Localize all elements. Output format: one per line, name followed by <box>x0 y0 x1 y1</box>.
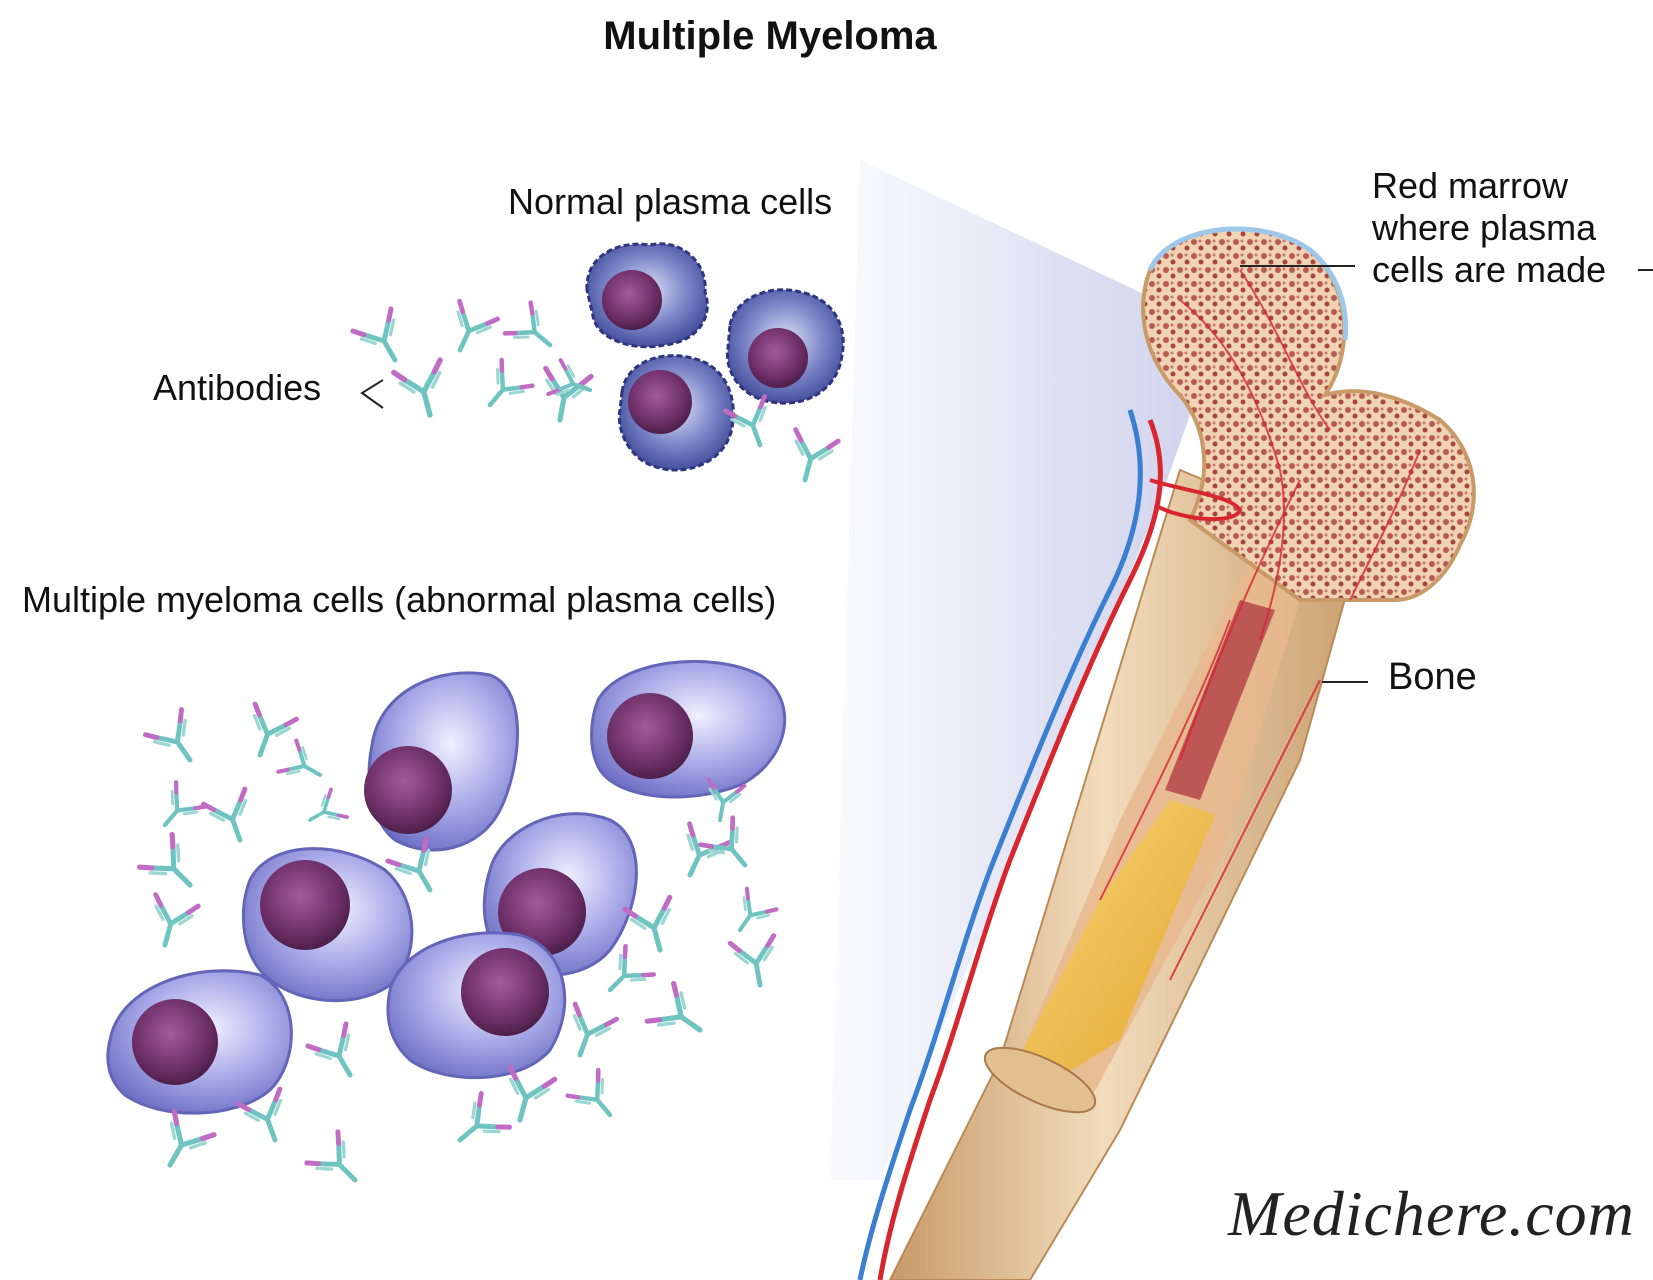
bone-vessels <box>1099 269 1421 981</box>
cartilage-rim <box>1147 226 1349 341</box>
myeloma-cells <box>106 659 787 1115</box>
myeloma-cell-1 <box>364 671 519 852</box>
femur-illustration <box>857 226 1476 1280</box>
myeloma-cell-3 <box>241 847 414 1003</box>
yellow-marrow <box>1010 800 1215 1090</box>
label-red-marrow-line-2: where plasma <box>1372 207 1597 248</box>
label-red-marrow-line-3: cells are made <box>1372 249 1607 290</box>
label-myeloma-cells: Multiple myeloma cells (abnormal plasma … <box>22 579 777 620</box>
artery <box>877 419 1163 1280</box>
vein <box>857 409 1143 1280</box>
label-red-marrow: Red marrow where plasma cells are made <box>1372 165 1606 291</box>
normal-cell-3 <box>617 354 735 472</box>
label-red-marrow-line-1: Red marrow <box>1372 165 1569 206</box>
myeloma-cell-6 <box>106 969 293 1115</box>
diagram-title: Multiple Myeloma <box>603 14 937 58</box>
normal-cell-1 <box>585 242 709 349</box>
myeloma-cell-2 <box>590 659 787 799</box>
antibodies-pointer <box>360 379 384 409</box>
label-antibodies: Antibodies <box>153 367 322 408</box>
magnification-beam <box>830 160 1220 1180</box>
normal-cell-2 <box>725 288 845 405</box>
artery-loop <box>1149 478 1243 521</box>
watermark: Medichere.com <box>1228 1178 1635 1249</box>
normal-plasma-cells <box>585 242 845 472</box>
label-bone: Bone <box>1388 656 1477 698</box>
bone-cut-end <box>983 1046 1097 1114</box>
label-normal-plasma-cells: Normal plasma cells <box>508 181 833 222</box>
red-marrow-streak <box>1165 600 1275 800</box>
myeloma-cell-5 <box>386 931 567 1080</box>
